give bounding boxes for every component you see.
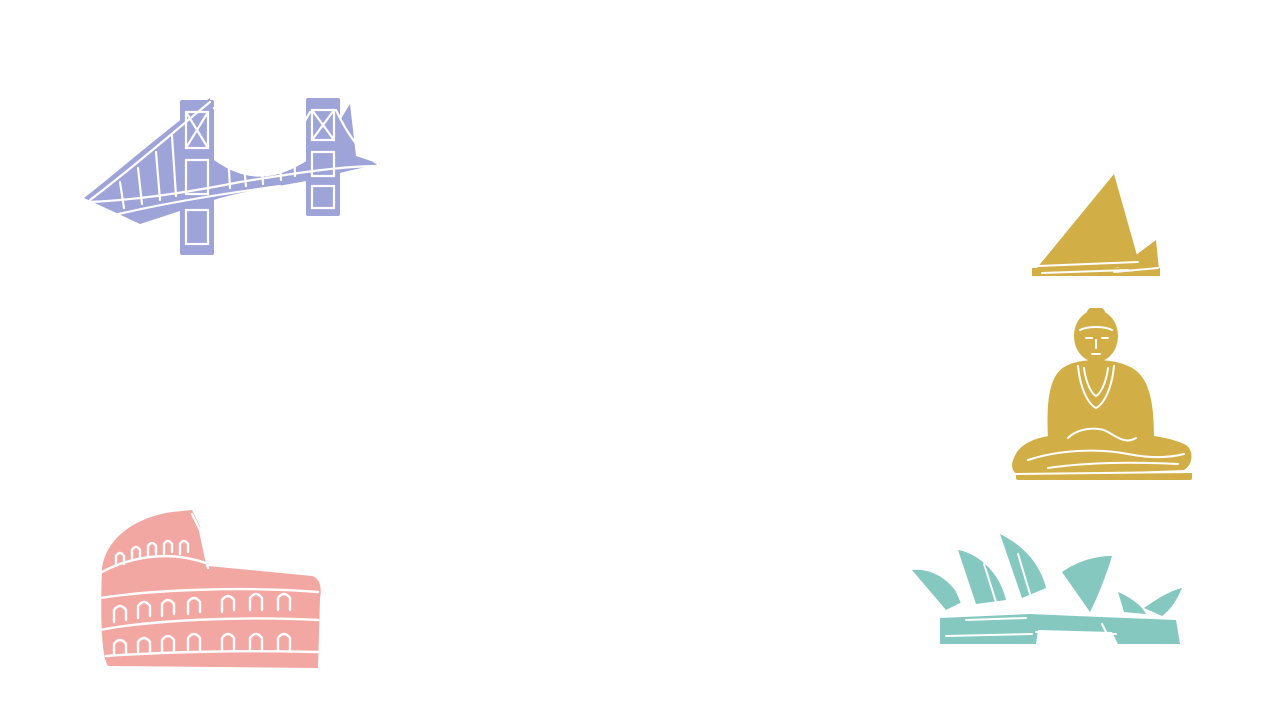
buddha-shape — [1012, 308, 1192, 480]
pyramid-shape — [1032, 174, 1160, 276]
seated-buddha-icon — [1012, 308, 1193, 480]
opera-house-icon — [912, 534, 1182, 644]
bridge-shape — [84, 98, 380, 255]
colosseum-icon — [98, 510, 321, 668]
pyramid-lines — [1037, 261, 1159, 274]
suspension-bridge-icon — [84, 98, 380, 255]
opera-house-lines — [945, 553, 1117, 637]
colosseum-lines — [98, 512, 320, 658]
bridge-lines — [86, 100, 380, 246]
buddha-lines — [1015, 326, 1193, 475]
pyramid-icon — [1032, 174, 1160, 276]
opera-house-shape — [912, 534, 1182, 644]
